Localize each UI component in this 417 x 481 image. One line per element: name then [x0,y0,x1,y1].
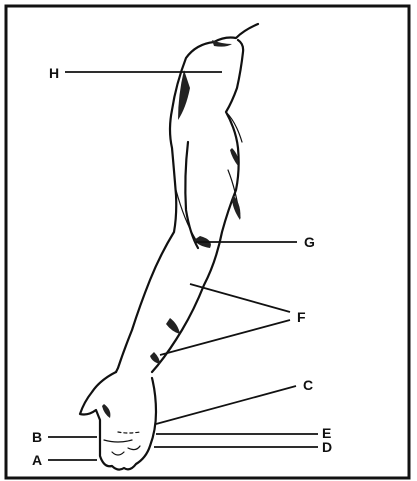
label-c: C [303,377,313,393]
label-g: G [304,234,315,250]
leader-line-c [156,386,296,424]
leader-line-f-upper [190,284,290,312]
label-a: A [32,452,42,468]
label-f: F [297,309,306,325]
label-h: H [49,65,59,81]
leader-lines [48,72,318,460]
leader-line-f-lower [160,320,290,355]
label-b: B [32,429,42,445]
labels: H G F C E D B A [32,65,332,468]
label-d: D [322,439,332,455]
